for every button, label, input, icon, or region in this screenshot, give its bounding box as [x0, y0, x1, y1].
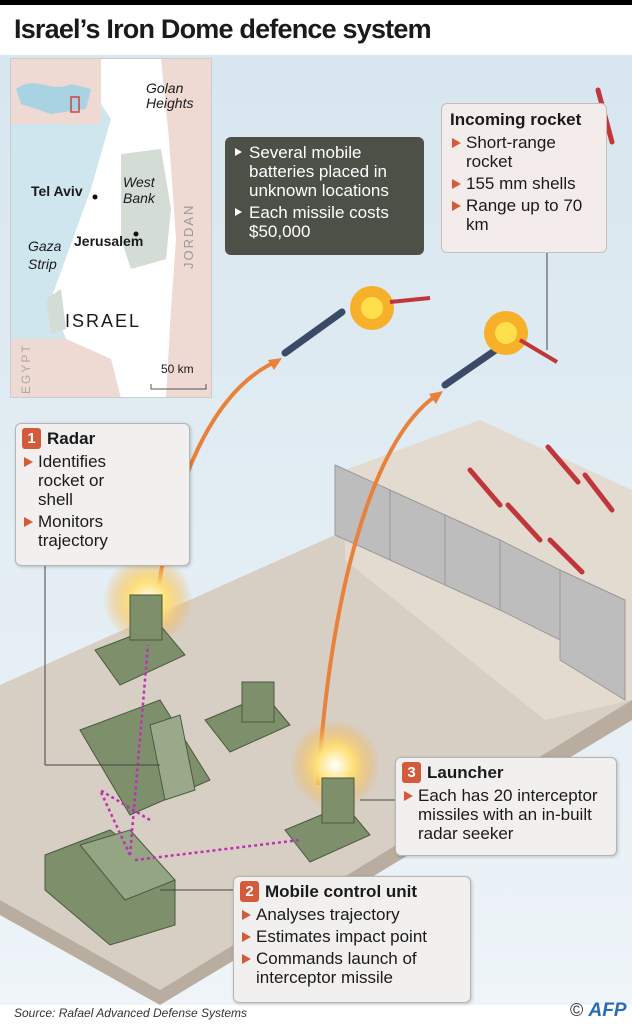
- note-item: Several mobile batteries placed in unkno…: [233, 143, 416, 200]
- launcher-box: 3 Launcher Each has 20 interceptor missil…: [395, 757, 617, 856]
- control-item: Commands launch of interceptor missile: [240, 949, 440, 987]
- map-shapes: [11, 59, 211, 397]
- source-note: Source: Rafael Advanced Defense Systems: [14, 1006, 248, 1020]
- step-number: 3: [402, 762, 421, 783]
- launcher-vehicle-1: [94, 594, 186, 686]
- radar-item: Identifies rocket or shell: [22, 452, 132, 509]
- launcher-title: Launcher: [427, 762, 504, 782]
- launcher-vehicle-3: [284, 777, 371, 863]
- copyright-symbol: ©: [570, 1000, 584, 1020]
- launcher-vehicle-2: [204, 681, 291, 753]
- radar-vehicle: [79, 699, 211, 816]
- control-item: Analyses trajectory: [240, 905, 464, 924]
- map-label-israel: ISRAEL: [65, 311, 142, 331]
- map-label-west-bank: West Bank: [123, 174, 155, 206]
- map-label-jerusalem: Jerusalem: [74, 233, 144, 249]
- map-label-jordan: JORDAN: [181, 203, 196, 269]
- incoming-rocket-box: Incoming rocket Short-range rocket 155 m…: [441, 103, 607, 253]
- interceptor-missile-1: [281, 308, 346, 357]
- control-item: Estimates impact point: [240, 927, 464, 946]
- step-number: 2: [240, 881, 259, 902]
- map-label-gaza: Gaza Strip: [28, 238, 62, 272]
- batteries-note-box: Several mobile batteries placed in unkno…: [225, 137, 424, 255]
- note-item: Each missile costs $50,000: [233, 203, 416, 241]
- control-unit-box: 2 Mobile control unit Analyses trajectory…: [233, 876, 471, 1003]
- page-title: Israel’s Iron Dome defence system: [14, 14, 432, 44]
- radar-title: Radar: [47, 428, 96, 448]
- incoming-title: Incoming rocket: [450, 110, 582, 129]
- trajectory-arrow-2: [316, 393, 439, 786]
- map-label-egypt: EGYPT: [19, 343, 33, 394]
- incoming-item: Range up to 70 km: [450, 196, 598, 234]
- enemy-rocket-launchers: [467, 444, 615, 575]
- radar-item: Monitors trajectory: [22, 512, 132, 550]
- interceptor-missile-2: [441, 341, 507, 389]
- barrier-wall: [334, 464, 626, 701]
- afp-logo: © AFP: [570, 1000, 627, 1022]
- control-title: Mobile control unit: [265, 881, 418, 901]
- map-scale: 50 km: [161, 362, 194, 376]
- incoming-item: 155 mm shells: [450, 174, 598, 193]
- afp-logo-text: AFP: [588, 1000, 627, 1021]
- map-label-golan: Golan Heights: [146, 80, 194, 111]
- top-bar: [0, 0, 632, 5]
- incoming-item: Short-range rocket: [450, 133, 598, 171]
- step-number: 1: [22, 428, 41, 449]
- launcher-item: Each has 20 interceptor missiles with an…: [402, 786, 610, 843]
- inset-locator: [70, 96, 80, 113]
- data-link-arrows: [98, 644, 301, 862]
- map-label-tel-aviv: Tel Aviv: [31, 183, 83, 199]
- location-map: Golan Heights Tel Aviv West Bank Jerusal…: [10, 58, 212, 398]
- radar-box: 1 Radar Identifies rocket or shell Monito…: [15, 423, 190, 566]
